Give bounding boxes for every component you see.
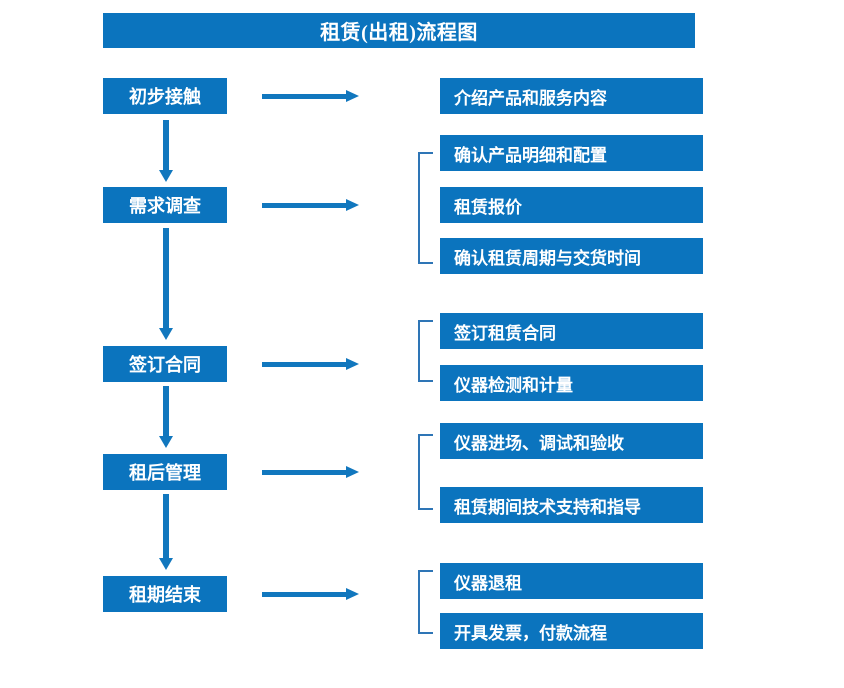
stage-box-租后管理[interactable]: 租后管理 [103,454,227,490]
vertical-arrow-1 [158,120,174,186]
detail-box-开具发票付款流程[interactable]: 开具发票，付款流程 [440,613,703,649]
detail-box-签订租赁合同[interactable]: 签订租赁合同 [440,313,703,349]
vertical-arrow-4 [158,494,174,574]
horizontal-arrow-5 [262,586,362,602]
detail-box-租赁报价[interactable]: 租赁报价 [440,187,703,223]
detail-box-确认产品明细和配置[interactable]: 确认产品明细和配置 [440,135,703,171]
detail-box-介绍产品和服务内容[interactable]: 介绍产品和服务内容 [440,78,703,114]
horizontal-arrow-4 [262,464,362,480]
detail-box-租赁期间技术支持和指导[interactable]: 租赁期间技术支持和指导 [440,487,703,523]
group-bracket-签订合同 [418,320,433,382]
group-bracket-租期结束 [418,570,433,634]
stage-box-租期结束[interactable]: 租期结束 [103,576,227,612]
horizontal-arrow-3 [262,356,362,372]
stage-box-初步接触[interactable]: 初步接触 [103,78,227,114]
vertical-arrow-2 [158,228,174,344]
detail-box-确认租赁周期与交货时间[interactable]: 确认租赁周期与交货时间 [440,238,703,274]
detail-box-仪器检测和计量[interactable]: 仪器检测和计量 [440,365,703,401]
diagram-title: 租赁(出租)流程图 [103,13,695,48]
horizontal-arrow-2 [262,197,362,213]
detail-box-仪器退租[interactable]: 仪器退租 [440,563,703,599]
horizontal-arrow-1 [262,88,362,104]
stage-box-签订合同[interactable]: 签订合同 [103,346,227,382]
group-bracket-需求调查 [418,152,433,264]
group-bracket-租后管理 [418,434,433,510]
stage-box-需求调查[interactable]: 需求调查 [103,187,227,223]
detail-box-仪器进场调试和验收[interactable]: 仪器进场、调试和验收 [440,423,703,459]
vertical-arrow-3 [158,386,174,452]
